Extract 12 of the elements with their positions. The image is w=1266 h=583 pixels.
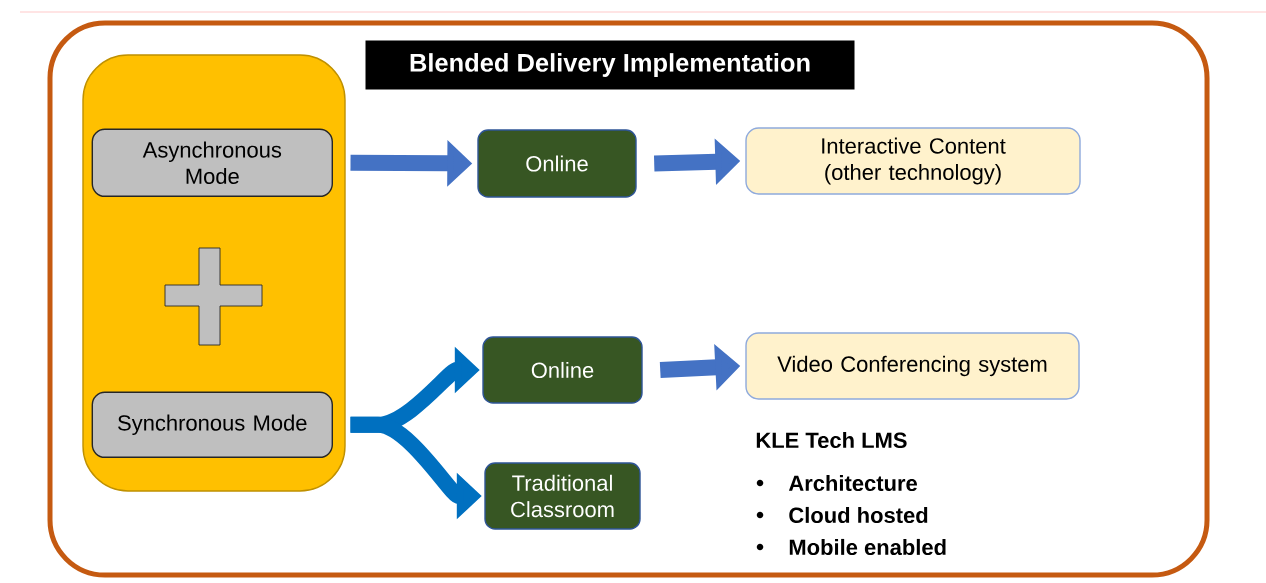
mode-box: Synchronous Mode bbox=[91, 391, 333, 458]
tool-box: Video Conferencing system bbox=[745, 332, 1080, 400]
delivery-box: Traditional Classroom bbox=[484, 462, 641, 530]
mode-box: Asynchronous Mode bbox=[91, 128, 333, 197]
tool-box: Interactive Content (other technology) bbox=[745, 127, 1081, 195]
bullet-item: Cloud hosted bbox=[789, 506, 928, 524]
bullet-item: Mobile enabled bbox=[789, 538, 946, 556]
bullet-item: Architecture bbox=[788, 474, 917, 492]
section-heading: KLE Tech LMS bbox=[756, 431, 907, 449]
delivery-box: Online bbox=[482, 336, 643, 404]
delivery-box: Online bbox=[477, 129, 637, 198]
title-banner: Blended Delivery Implementation bbox=[365, 40, 855, 90]
